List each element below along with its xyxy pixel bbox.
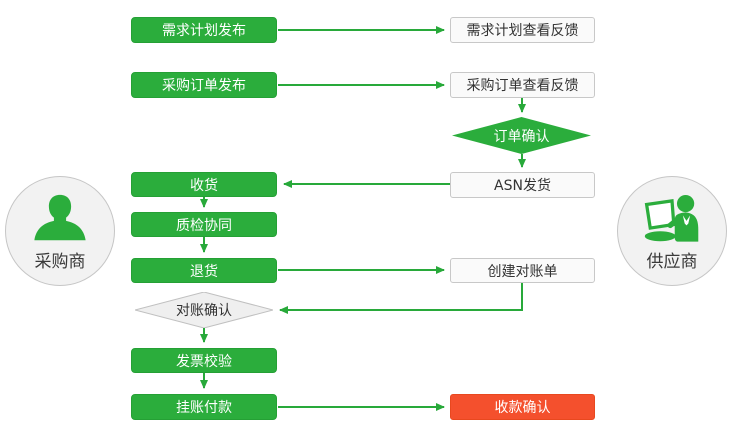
buyer-person-icon: [34, 194, 86, 240]
buyer-avatar: 采购商: [5, 176, 115, 286]
decision-order-confirm: 订单确认: [452, 117, 591, 154]
node-quality-collaboration: 质检协同: [131, 212, 277, 237]
node-demand-plan-feedback: 需求计划查看反馈: [450, 17, 595, 43]
supplier-person-computer-icon: [644, 194, 699, 242]
node-po-publish: 采购订单发布: [131, 72, 277, 98]
node-return-goods: 退货: [131, 258, 277, 283]
diamond-shape-green: [452, 117, 591, 154]
diamond-shape-gray: [135, 292, 273, 328]
node-invoice-check: 发票校验: [131, 348, 277, 373]
node-demand-plan-publish: 需求计划发布: [131, 17, 277, 43]
supplier-label: 供应商: [646, 251, 698, 272]
decision-reconcile-confirm: 对账确认: [135, 292, 273, 328]
node-asn-ship: ASN发货: [450, 172, 595, 198]
node-create-statement: 创建对账单: [450, 258, 595, 283]
decision-reconcile-confirm-label: 对账确认: [176, 303, 232, 319]
decision-order-confirm-label: 订单确认: [493, 128, 550, 145]
buyer-label: 采购商: [34, 251, 86, 272]
node-receive-goods: 收货: [131, 172, 277, 197]
node-receipt-confirm: 收款确认: [450, 394, 595, 420]
arrow-statement-to-reconcile: [279, 283, 523, 314]
node-po-feedback: 采购订单查看反馈: [450, 72, 595, 98]
supplier-avatar: 供应商: [617, 176, 727, 286]
node-book-payment: 挂账付款: [131, 394, 277, 420]
